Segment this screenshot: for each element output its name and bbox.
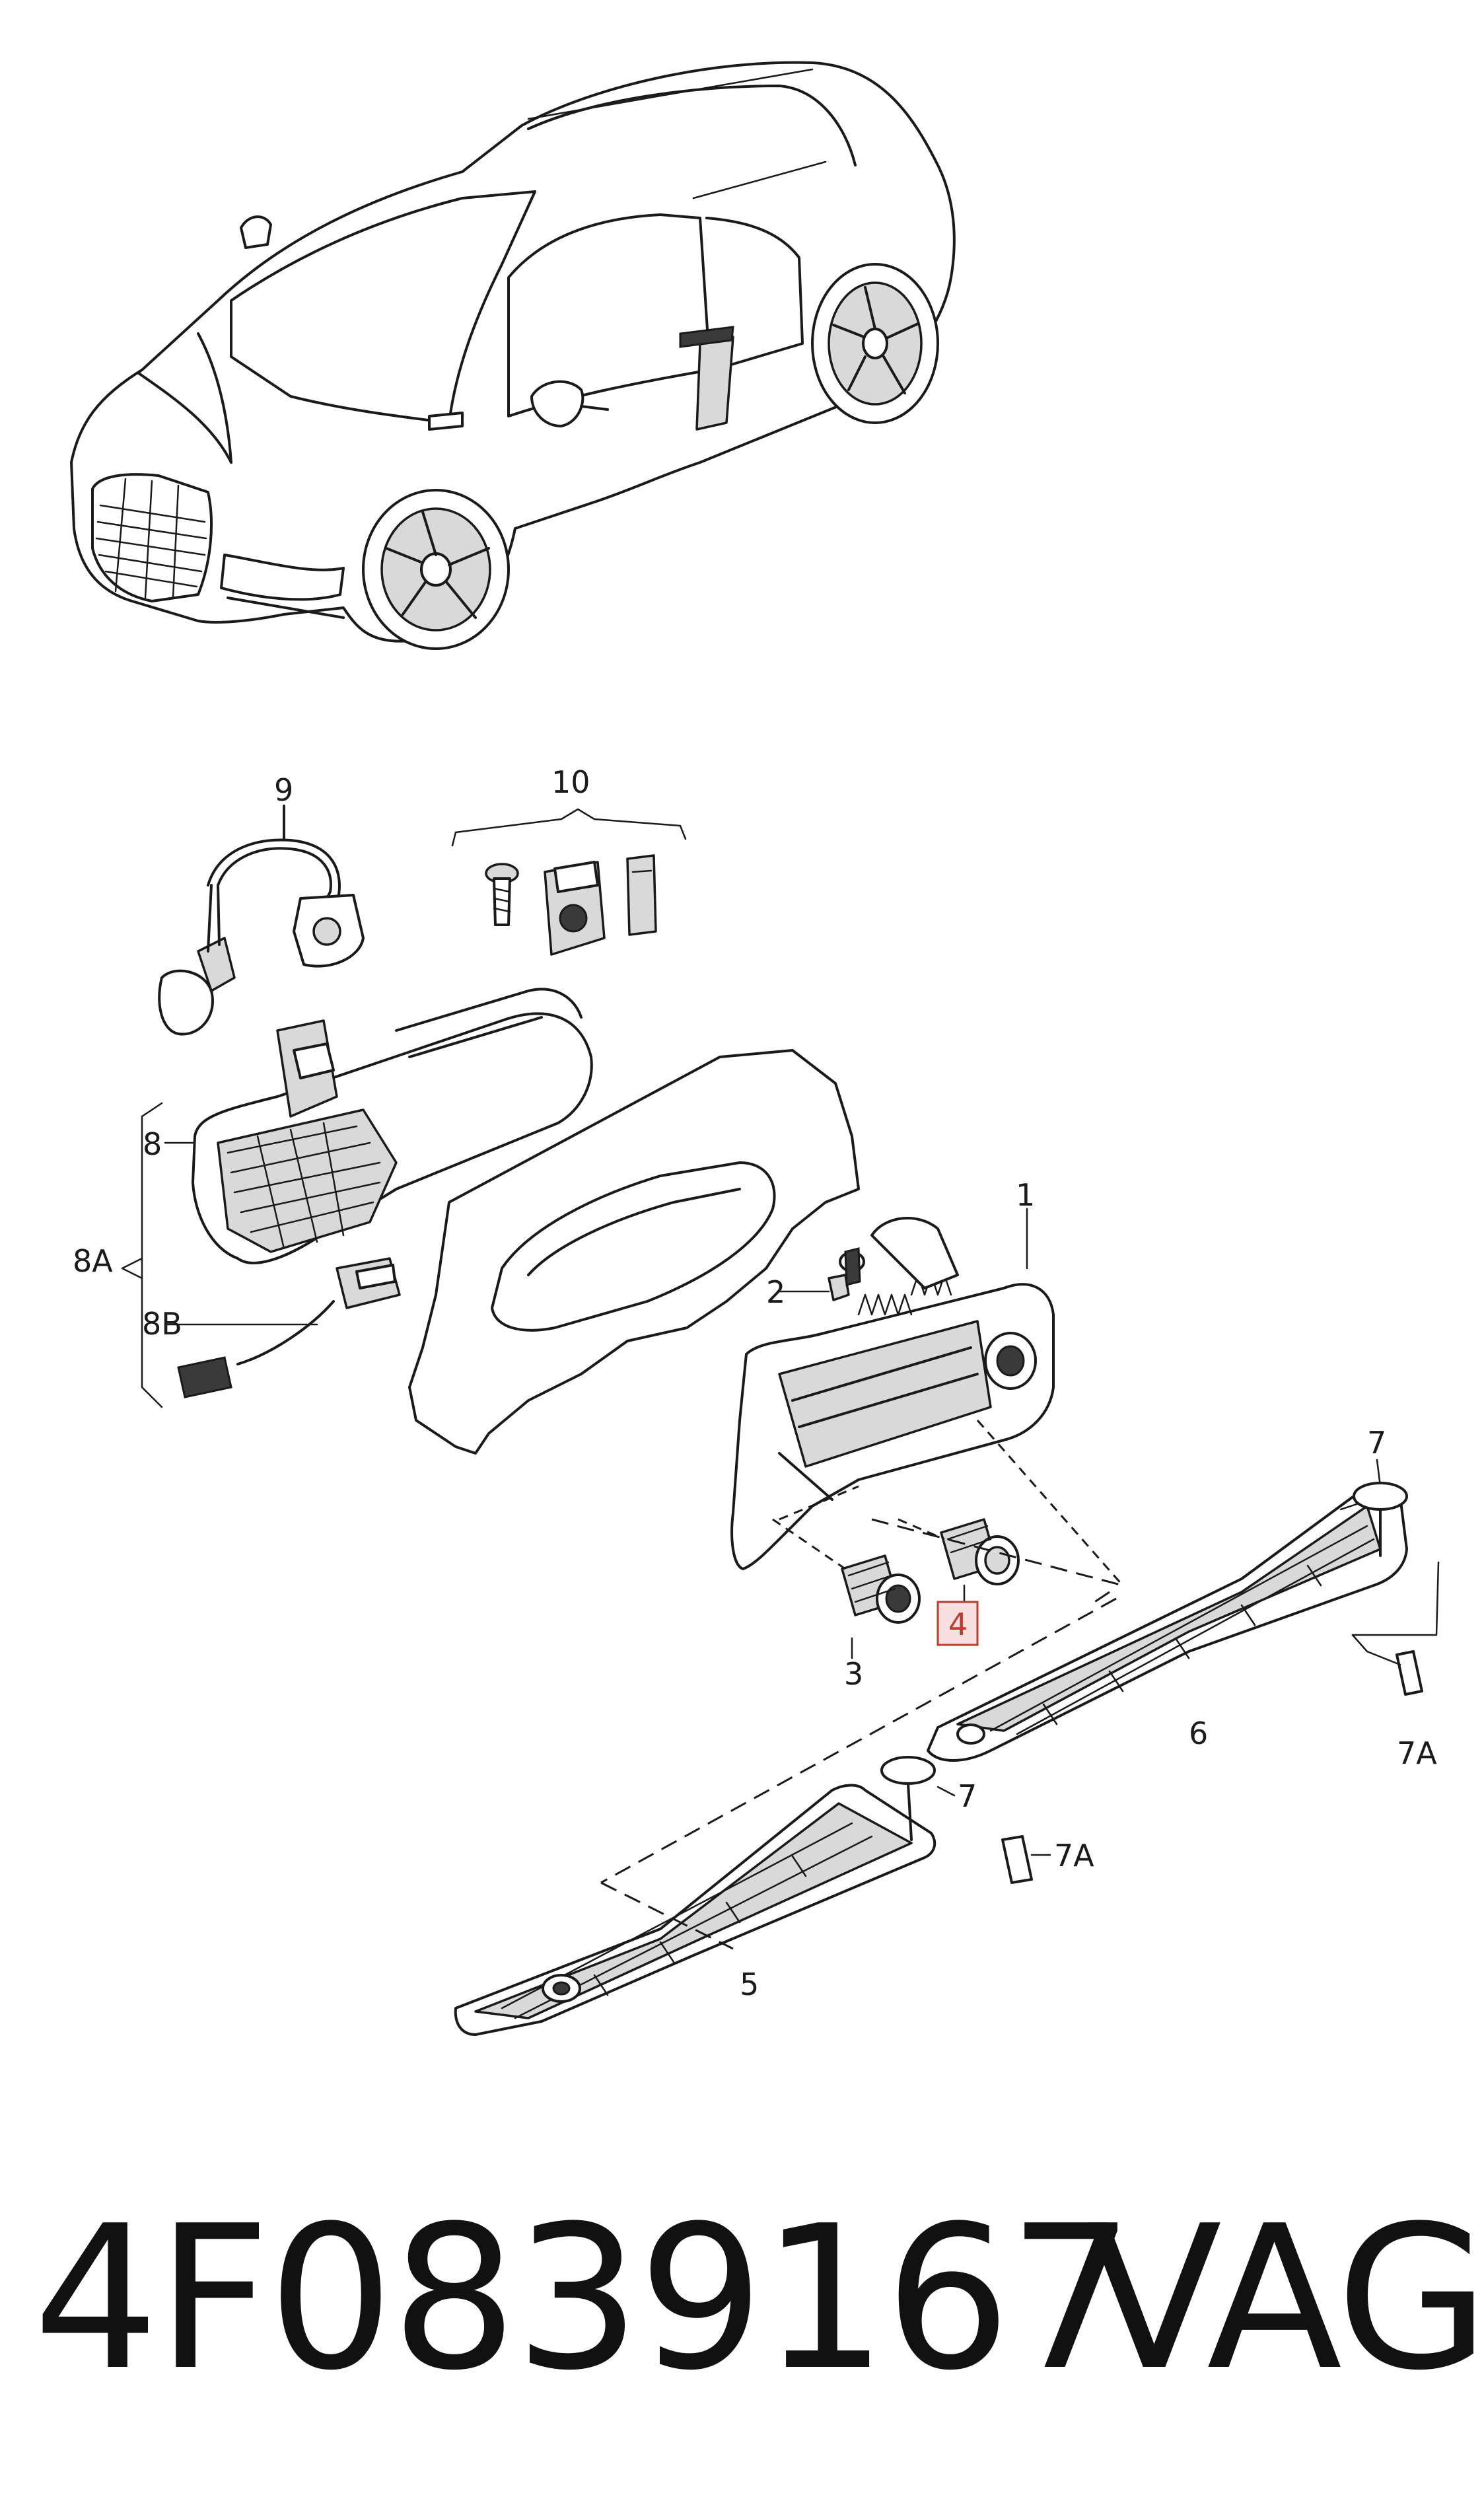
- front-wheel: [362, 489, 510, 650]
- label-part-6: 6: [1189, 1716, 1208, 1751]
- part-number-text: 4F0839167: [33, 2183, 1135, 2414]
- label-part-10: 10: [551, 764, 590, 800]
- part-labels: 9 10 8 8A 8B 1 2 3 4 6 7 7A 7 7A 5: [73, 764, 1437, 2002]
- part-10-clip-set: [451, 808, 687, 956]
- label-part-8b: 8B: [142, 1306, 182, 1342]
- label-part-7-lower: 7: [958, 1778, 977, 1814]
- part-5-lower-trim: [454, 1784, 936, 2036]
- part-6-upper-trim: [927, 1484, 1408, 1762]
- label-part-8a: 8A: [73, 1243, 113, 1279]
- label-part-5: 5: [740, 1967, 759, 2002]
- part-7-upper-cap: [1353, 1459, 1408, 1557]
- label-part-7-upper: 7: [1367, 1425, 1386, 1461]
- car-illustration: [70, 61, 956, 650]
- brand-text: VAG: [1086, 2183, 1484, 2414]
- part-8a-bracket: [121, 1102, 194, 1408]
- part-7a-lower-strip: [1001, 1835, 1051, 1884]
- part-1-handle-carrier: [730, 1208, 1055, 1570]
- grille-mesh: [95, 478, 207, 599]
- label-part-7a-lower: 7A: [1054, 1838, 1094, 1873]
- part-7-lower-cap: [880, 1756, 956, 1841]
- door-panel: [408, 1049, 860, 1455]
- part-9-cable: [158, 805, 365, 1036]
- label-part-7a-upper: 7A: [1397, 1735, 1437, 1771]
- label-part-2: 2: [766, 1274, 785, 1310]
- part-4-highlight-box: [936, 1601, 979, 1646]
- label-part-9: 9: [274, 772, 293, 808]
- label-part-1: 1: [1016, 1177, 1035, 1213]
- handle-grip-texture: [227, 1122, 381, 1250]
- part-7a-upper-strip: [1351, 1561, 1440, 1696]
- part-4-cap: [936, 1518, 1020, 1646]
- label-part-8: 8: [143, 1126, 162, 1162]
- label-part-4: 4: [948, 1607, 968, 1642]
- part-2-clip: [778, 1247, 865, 1301]
- part-8-outer-handle: [192, 988, 593, 1264]
- assembly-dash-lines: [600, 1420, 1124, 1950]
- rear-wheel: [811, 263, 939, 424]
- part-3-lock-cylinder: [841, 1554, 921, 1659]
- part-8b-sensor-cable: [164, 1257, 401, 1398]
- label-part-3: 3: [844, 1656, 863, 1692]
